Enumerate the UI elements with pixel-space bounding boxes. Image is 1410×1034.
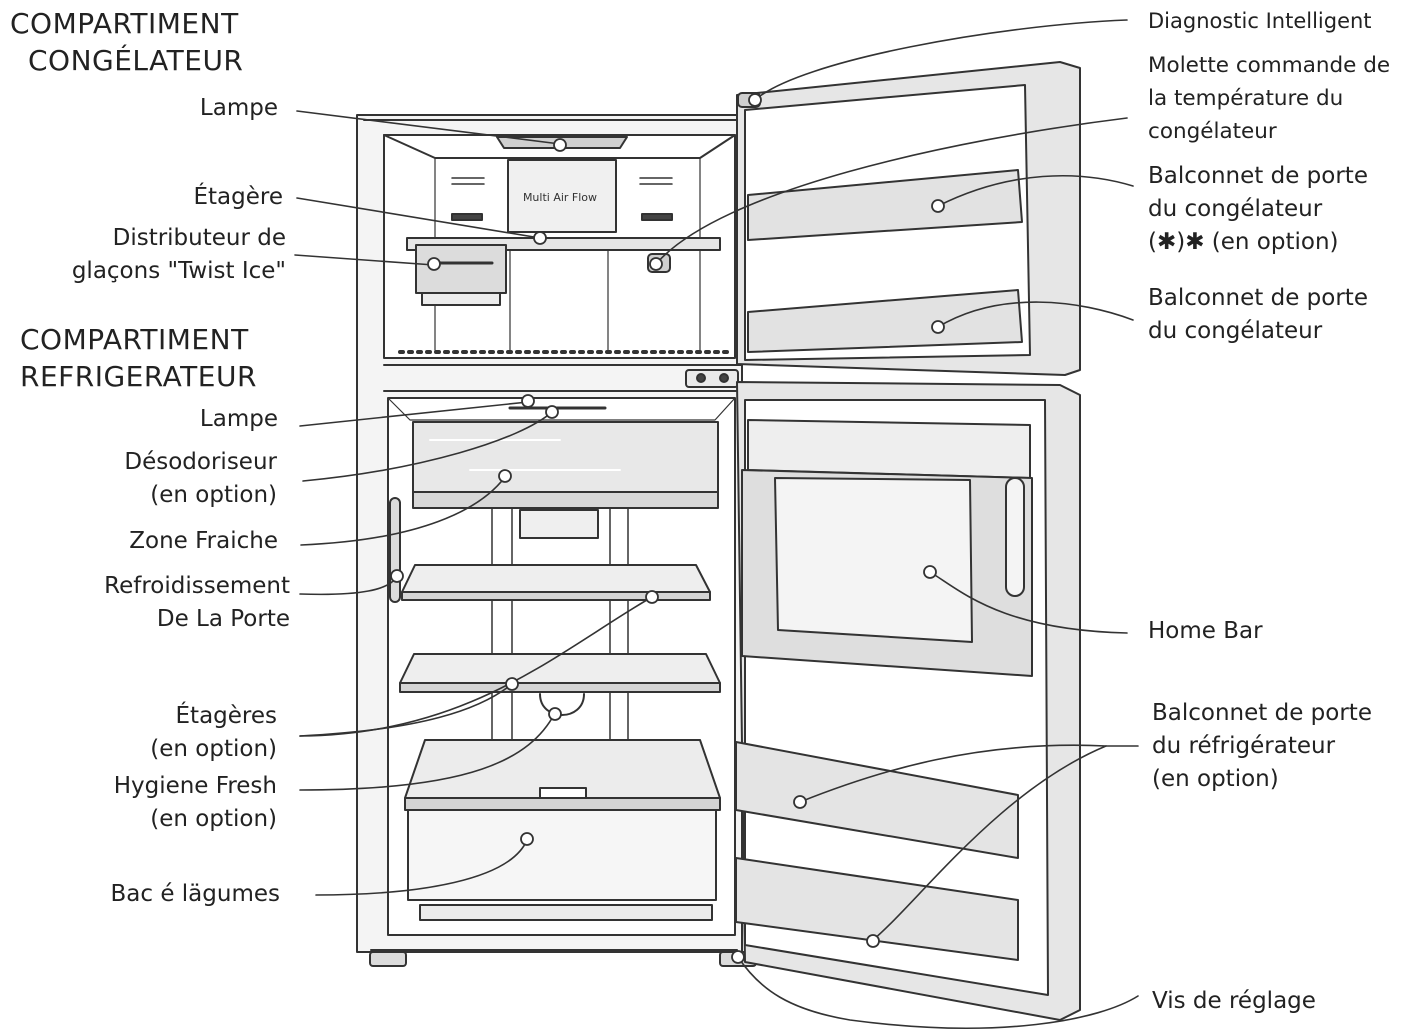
label-line: Refroidissement — [104, 573, 290, 599]
label-line: du réfrigérateur — [1152, 733, 1336, 759]
label-freezer-door-bin-option: Balconnet de porte du congélateur (✱)✱ (… — [1148, 160, 1368, 259]
label-line: Étagère — [193, 184, 284, 210]
label-line: Hygiene Fresh — [113, 773, 277, 799]
label-fresh-zone: Zone Fraiche — [129, 525, 278, 558]
label-line: Étagères — [175, 703, 277, 729]
heading-line: CONGÉLATEUR — [28, 44, 244, 77]
label-vegetable-bin: Bac é lägumes — [111, 878, 281, 911]
label-deodorizer: Désodoriseur (en option) — [124, 446, 277, 512]
label-leveling-screw: Vis de réglage — [1152, 985, 1316, 1018]
label-line: (en option) — [150, 806, 277, 832]
label-line: Balconnet de porte — [1148, 285, 1368, 311]
label-hygiene-fresh: Hygiene Fresh (en option) — [114, 770, 277, 836]
label-line: (en option) — [150, 482, 277, 508]
heading-line: COMPARTIMENT — [20, 323, 249, 356]
fridge-interior — [389, 406, 721, 921]
label-line: Balconnet de porte — [1152, 700, 1372, 726]
label-lamp-freezer: Lampe — [200, 92, 278, 125]
label-line: Molette commande de — [1148, 53, 1391, 78]
label-door-cooling: Refroidissement De La Porte — [104, 570, 290, 636]
label-freezer-temp-knob: Molette commande de la température du co… — [1148, 49, 1390, 148]
label-line: congélateur — [1148, 119, 1277, 144]
label-line: (en option) — [1152, 766, 1279, 792]
label-line: (en option) — [150, 736, 277, 762]
label-line: du congélateur — [1148, 318, 1323, 344]
label-line: Diagnostic Intelligent — [1148, 9, 1372, 33]
label-freezer-door-bin: Balconnet de porte du congélateur — [1148, 282, 1368, 348]
label-shelf-freezer: Étagère — [194, 181, 284, 214]
leader-lines — [294, 19, 1139, 1029]
label-smart-diagnosis: Diagnostic Intelligent — [1148, 5, 1372, 38]
label-line: glaçons "Twist Ice" — [71, 258, 286, 284]
label-line: Désodoriseur — [124, 449, 277, 475]
heading-line: COMPARTIMENT — [10, 7, 239, 40]
label-shelves: Étagères (en option) — [150, 700, 277, 766]
label-line: Bac é lägumes — [110, 881, 281, 907]
fridge-door — [735, 381, 1081, 1021]
freezer-interior — [398, 136, 732, 354]
label-line: Vis de réglage — [1152, 988, 1316, 1014]
label-line: Balconnet de porte — [1148, 163, 1368, 189]
label-fridge-door-bin: Balconnet de porte du réfrigérateur (en … — [1152, 697, 1372, 796]
label-line: (✱)✱ (en option) — [1148, 229, 1339, 255]
label-line: Distributeur de — [112, 225, 286, 251]
label-line: du congélateur — [1148, 196, 1323, 222]
label-line: Home Bar — [1148, 618, 1263, 644]
callout-markers — [390, 93, 945, 964]
label-home-bar: Home Bar — [1148, 615, 1263, 648]
heading-line: REFRIGERATEUR — [20, 360, 257, 393]
label-ice-dispenser: Distributeur de glaçons "Twist Ice" — [72, 222, 286, 288]
freezer-door — [685, 61, 1081, 388]
label-lamp-fridge: Lampe — [200, 403, 278, 436]
heading-freezer-compartment: COMPARTIMENT CONGÉLATEUR — [10, 5, 243, 79]
label-line: Lampe — [199, 406, 278, 432]
label-line: Zone Fraiche — [129, 528, 278, 554]
label-line: De La Porte — [156, 606, 290, 632]
heading-fridge-compartment: COMPARTIMENT REFRIGERATEUR — [20, 321, 257, 395]
label-line: Lampe — [199, 95, 278, 121]
multi-air-flow-text: Multi Air Flow — [523, 191, 597, 204]
label-line: la température du — [1148, 86, 1344, 111]
